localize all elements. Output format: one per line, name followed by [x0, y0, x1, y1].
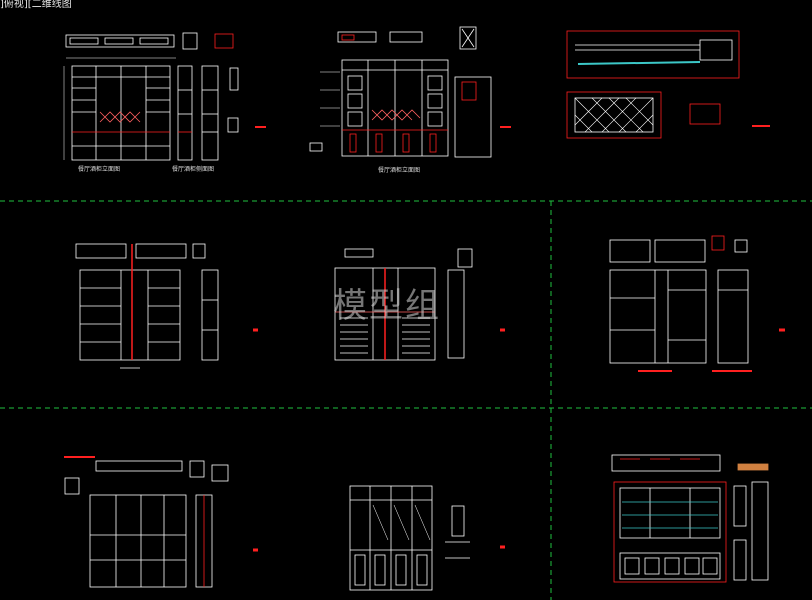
sheet-dividers [0, 200, 812, 600]
caption-elevation-1: 餐厅酒柜立面图 [78, 165, 120, 173]
caption-elevation-2: 餐厅酒柜立面图 [378, 166, 420, 174]
panel-2-wine-cabinet[interactable] [309, 26, 511, 158]
panel-7-cabinet[interactable] [64, 456, 258, 588]
drawing-title-fragment: ]俯视][二维线图 [0, 0, 72, 10]
panel-8-glass-cabinet[interactable] [349, 485, 505, 591]
panel-4-shelving[interactable] [75, 243, 258, 369]
caption-side-1: 餐厅酒柜侧面图 [172, 165, 214, 173]
watermark-text: 模型组 [333, 286, 441, 326]
panel-5-wine-rack[interactable] [334, 248, 505, 361]
panel-6-wardrobe[interactable] [609, 235, 785, 372]
panel-1-wine-cabinet[interactable] [63, 32, 266, 161]
panel-9-display-cabinet[interactable] [611, 454, 769, 583]
panel-3-detail[interactable] [566, 30, 770, 139]
